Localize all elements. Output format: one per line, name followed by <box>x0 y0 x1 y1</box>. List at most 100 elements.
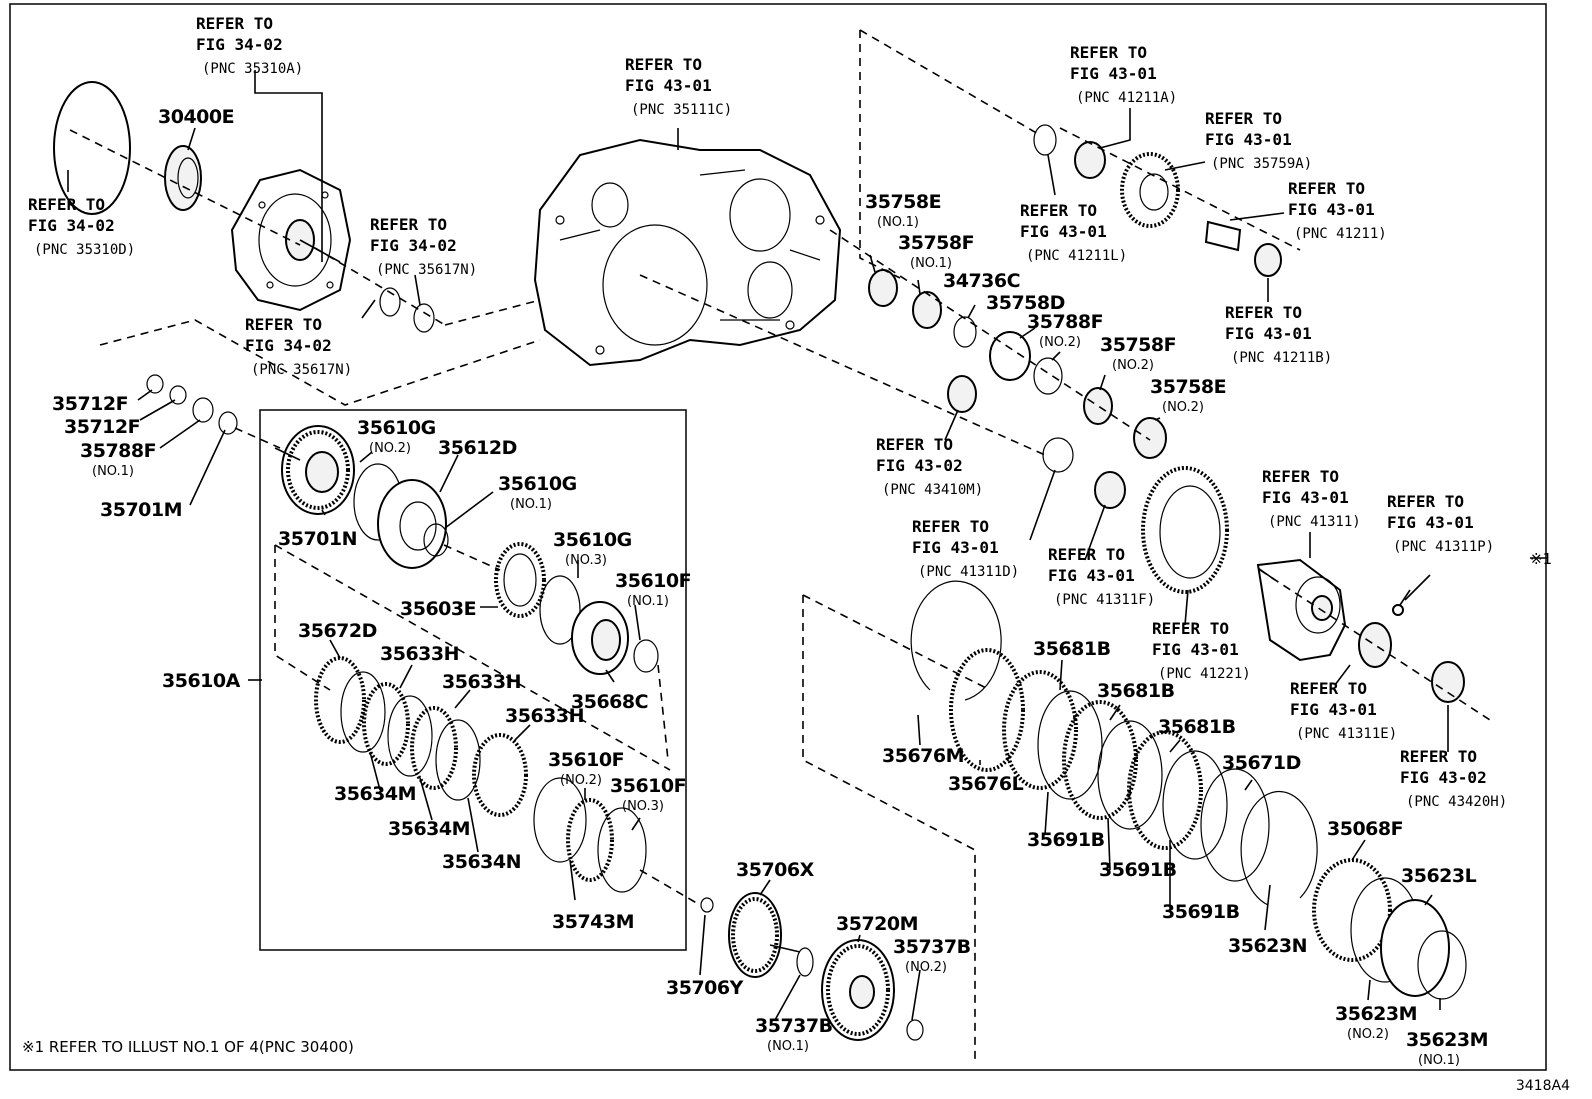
part-qualifier-label: (NO.2) <box>1162 400 1204 415</box>
part-number-label[interactable]: 35681B <box>1033 638 1111 660</box>
part-number-label[interactable]: 35668C <box>571 691 649 713</box>
part-number-label[interactable]: 35672D <box>298 620 377 642</box>
part-number-label[interactable]: 35610G <box>498 473 577 495</box>
part-number-label[interactable]: 35612D <box>438 437 517 459</box>
part-number-label[interactable]: 35633H <box>380 643 460 665</box>
part-qualifier-label: (NO.2) <box>369 441 411 456</box>
part-number-label[interactable]: 35691B <box>1027 829 1105 851</box>
part-number-label[interactable]: 34736C <box>943 270 1021 292</box>
part-number-label[interactable]: 35701M <box>100 499 183 521</box>
part-number-label[interactable]: 35681B <box>1158 716 1236 738</box>
part-number-label[interactable]: 35623M <box>1406 1029 1489 1051</box>
refer-line2: FIG 43-01 <box>1387 513 1474 532</box>
part-number-label[interactable]: 35610G <box>553 529 632 551</box>
part-number-label[interactable]: 35610A <box>162 670 241 692</box>
refer-line1: REFER TO <box>1048 545 1125 564</box>
part-number-label[interactable]: 35610G <box>357 417 436 439</box>
part-qualifier-label: (NO.1) <box>767 1039 809 1054</box>
refer-pnc: (PNC 41211) <box>1294 226 1387 242</box>
part-number-label[interactable]: 35691B <box>1099 859 1177 881</box>
part-number-label[interactable]: 35610F <box>548 749 625 771</box>
part-qualifier-label: (NO.1) <box>92 464 134 479</box>
refer-line1: REFER TO <box>1262 467 1339 486</box>
differential-case-drawing <box>1256 558 1347 662</box>
refer-line2: FIG 43-02 <box>1400 768 1487 787</box>
part-number-label[interactable]: 30400E <box>158 106 235 128</box>
refer-line2: FIG 43-01 <box>1262 488 1349 507</box>
diagram-frame <box>9 3 1547 1071</box>
refer-line2: FIG 43-01 <box>1288 200 1375 219</box>
part-number-label[interactable]: 35610F <box>610 775 687 797</box>
part-number-label[interactable]: 35758E <box>1150 376 1227 398</box>
part-number-label[interactable]: 35758F <box>1100 334 1177 356</box>
part-number-label[interactable]: 35634M <box>334 783 417 805</box>
refer-pnc: (PNC 41211A) <box>1076 90 1177 106</box>
part-number-label[interactable]: 35758F <box>898 232 975 254</box>
part-number-label[interactable]: 35623L <box>1401 865 1477 887</box>
refer-pnc: (PNC 41311P) <box>1393 539 1494 555</box>
part-number-label[interactable]: 35633H <box>505 705 585 727</box>
part-number-label[interactable]: 35706Y <box>666 977 744 999</box>
part-number-label[interactable]: 35634M <box>388 818 471 840</box>
refer-pnc: (PNC 43420H) <box>1406 794 1507 810</box>
part-number-label[interactable]: 35610F <box>615 570 692 592</box>
part-labels: 30400E35712F35712F35788F(NO.1)35701M3570… <box>52 106 1489 1068</box>
part-number-label[interactable]: 35737B <box>755 1015 833 1037</box>
refer-line1: REFER TO <box>28 195 105 214</box>
part-qualifier-label: (NO.2) <box>560 773 602 788</box>
o-ring-35310d <box>53 81 131 215</box>
part-number-label[interactable]: 35712F <box>52 393 129 415</box>
part-number-label[interactable]: 35737B <box>893 936 971 958</box>
part-number-label[interactable]: 35676L <box>948 773 1024 795</box>
part-number-label[interactable]: 35758D <box>986 292 1065 314</box>
part-number-label[interactable]: 35788F <box>1027 311 1104 333</box>
oil-pump-drawing <box>230 168 352 312</box>
part-number-label[interactable]: 35633H <box>442 671 522 693</box>
part-number-label[interactable]: 35676M <box>882 745 965 767</box>
part-number-label[interactable]: 35634N <box>442 851 522 873</box>
part-qualifier-label: (NO.1) <box>510 497 552 512</box>
part-number-label[interactable]: 35712F <box>64 416 141 438</box>
part-number-label[interactable]: 35068F <box>1327 818 1404 840</box>
part-qualifier-label: (NO.1) <box>877 215 919 230</box>
part-number-label[interactable]: 35671D <box>1222 752 1301 774</box>
refer-pnc: (PNC 35617N) <box>251 362 352 378</box>
refer-pnc: (PNC 35310D) <box>34 242 135 258</box>
part-number-label[interactable]: 35691B <box>1162 901 1240 923</box>
part-number-label[interactable]: 35706X <box>736 859 815 881</box>
refer-pnc: (PNC 43410M) <box>882 482 983 498</box>
part-number-label[interactable]: 35788F <box>80 440 157 462</box>
part-number-label[interactable]: 35720M <box>836 913 919 935</box>
transaxle-case-drawing <box>533 138 842 367</box>
part-number-label[interactable]: 35623N <box>1228 935 1308 957</box>
refer-line2: FIG 43-01 <box>625 76 712 95</box>
part-number-label[interactable]: 35603E <box>400 598 477 620</box>
part-number-label[interactable]: 35701N <box>278 528 358 550</box>
diagram-code: 3418A4 <box>1516 1078 1570 1094</box>
part-number-label[interactable]: 35758E <box>865 191 942 213</box>
part-number-label[interactable]: 35681B <box>1097 680 1175 702</box>
refer-pnc: (PNC 41311F) <box>1054 592 1155 608</box>
part-qualifier-label: (NO.2) <box>1347 1027 1389 1042</box>
part-number-label[interactable]: 35623M <box>1335 1003 1418 1025</box>
part-number-label[interactable]: 35743M <box>552 911 635 933</box>
